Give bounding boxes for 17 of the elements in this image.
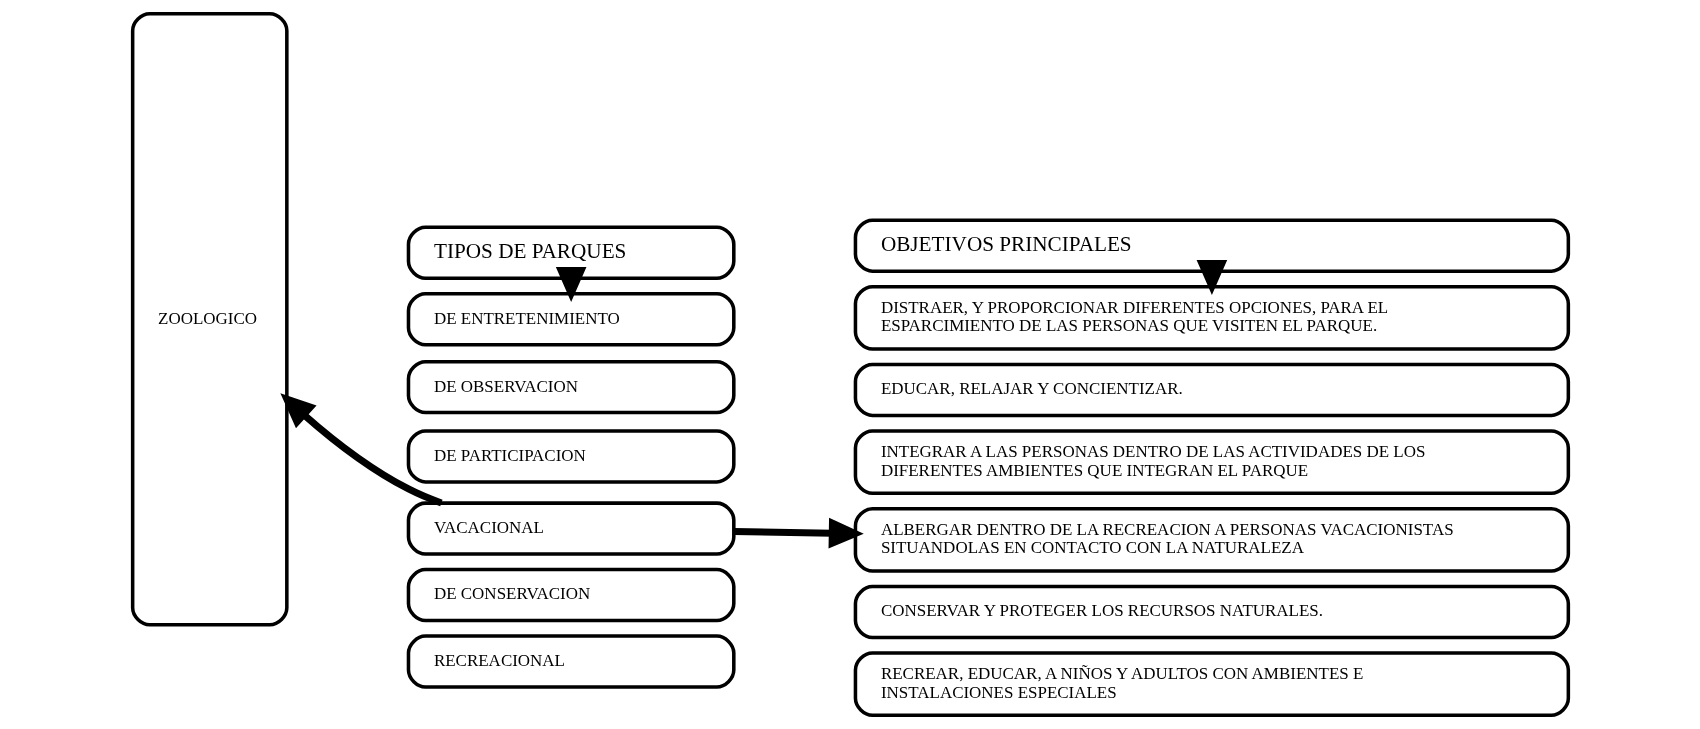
arrow: [279, 393, 443, 507]
node-box: ALBERGAR DENTRO DE LA RECREACION A PERSONAS VACACIONISTAS SITUANDOLAS EN CONTACTO CON LA NATURALEZA: [853, 507, 1570, 573]
node-box: RECREACIONAL: [406, 634, 736, 689]
arrow: [733, 517, 864, 549]
node-box: EDUCAR, RELAJAR Y CONCIENTIZAR.: [853, 362, 1570, 418]
node-box: DE PARTICIPACION: [406, 429, 736, 484]
node-box: RECREAR, EDUCAR, A NIÑOS Y ADULTOS CON AMBIENTES E INSTALACIONES ESPECIALES: [853, 651, 1570, 718]
node-box: DE CONSERVACION: [406, 567, 736, 623]
arrow: [1196, 260, 1227, 296]
node-box: VACACIONAL: [406, 501, 736, 556]
node-box: ZOOLOGICO: [130, 11, 289, 627]
arrow: [555, 267, 586, 303]
node-box: DISTRAER, Y PROPORCIONAR DIFERENTES OPCIONES, PARA EL ESPARCIMIENTO DE LAS PERSONAS QUE VISITEN EL PARQUE.: [853, 284, 1570, 351]
node-box: CONSERVAR Y PROTEGER LOS RECURSOS NATURALES.: [853, 584, 1570, 640]
node-box: INTEGRAR A LAS PERSONAS DENTRO DE LAS ACTIVIDADES DE LOS DIFERENTES AMBIENTES QUE INTEGRAN EL PARQUE: [853, 429, 1570, 495]
node-box: DE ENTRETENIMIENTO: [406, 292, 736, 347]
node-box: DE OBSERVACION: [406, 359, 736, 415]
